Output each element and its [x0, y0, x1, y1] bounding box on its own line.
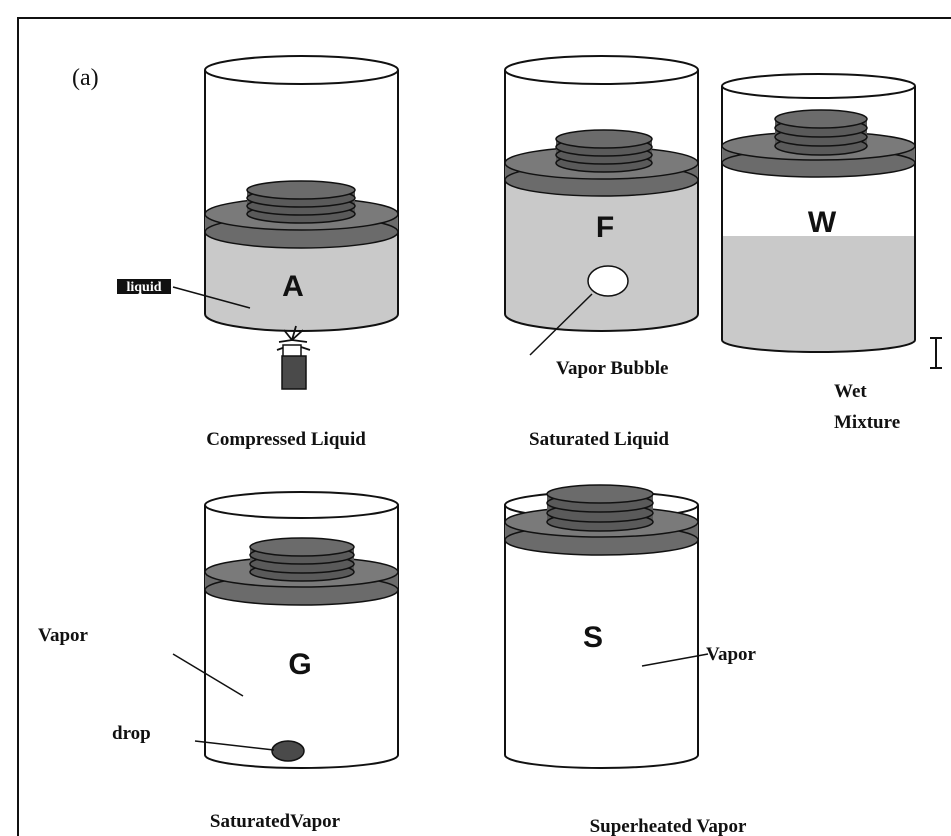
caption-wet-mixture-line1: Wet [834, 381, 867, 402]
cylinder-saturated-liquid: F [504, 55, 699, 332]
state-letter-s: S [583, 621, 603, 654]
liquid-pointer [172, 286, 251, 309]
figure-frame [17, 17, 951, 836]
state-letter-g: G [288, 648, 311, 681]
burner-flame-icon [276, 325, 311, 390]
superheated-vapor-pointer [641, 653, 709, 667]
vapor-side-label: Vapor [38, 625, 89, 646]
vapor-bubble-label: Vapor Bubble [556, 358, 668, 379]
cylinder-compressed-liquid: A [204, 55, 399, 332]
cylinder-saturated-vapor: G [204, 491, 399, 769]
caption-saturated-liquid: Saturated Liquid [529, 429, 669, 450]
state-letter-a: A [282, 270, 304, 303]
liquid-side-label: liquid [126, 280, 161, 295]
cylinder-rim [204, 55, 399, 85]
panel-label: (a) [72, 65, 99, 91]
vapor-pointer [172, 653, 244, 697]
drop-label: drop [112, 723, 151, 744]
caption-wet-mixture-line2: Mixture [834, 412, 900, 433]
state-letter-w: W [808, 206, 837, 239]
state-letter-f: F [596, 211, 614, 244]
cylinder-wet-mixture: W [721, 73, 916, 353]
caption-saturated-vapor: SaturatedVapor [210, 811, 341, 832]
cylinder-superheated-vapor: S [504, 484, 699, 769]
caption-superheated-vapor: Superheated Vapor [590, 816, 747, 836]
drop-pointer [194, 740, 275, 751]
superheated-vapor-label: Vapor [706, 644, 757, 665]
vapor-bubble [587, 265, 629, 297]
liquid-label-box [117, 279, 171, 294]
caption-compressed-liquid: Compressed Liquid [206, 429, 366, 450]
text-cursor-icon [930, 337, 942, 369]
bubble-pointer [529, 293, 593, 356]
liquid-drop [271, 740, 305, 762]
